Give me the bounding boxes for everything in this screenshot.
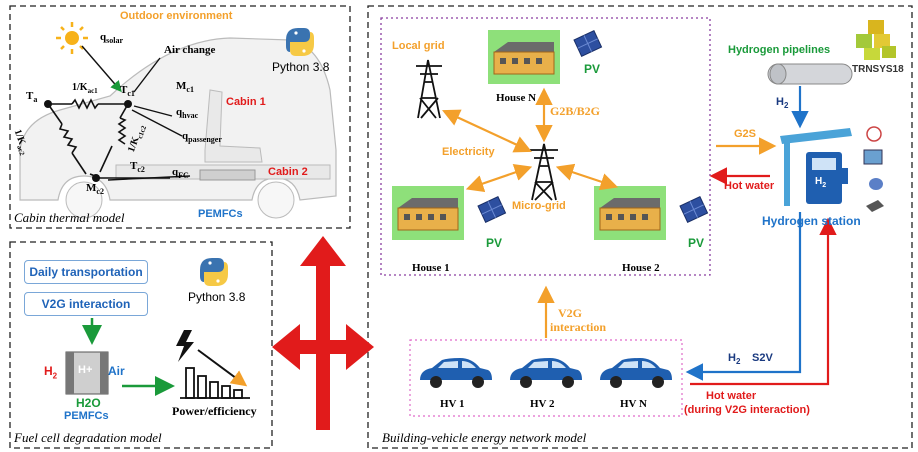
vehicles-area-border [409,339,683,417]
mc2-label: Mc2 [86,182,104,197]
hydrogen-pipeline-icon [767,63,853,85]
pv-panel-icon-2 [679,196,709,223]
pv-label-2: PV [688,236,705,250]
q-fc-label: qFC [172,166,189,181]
sun-icon [56,22,88,54]
solar-arrow [81,45,122,93]
vehicle-hvn [600,358,672,388]
network-panel-border [367,5,913,449]
decline-arrow [197,349,248,387]
python-version-label: Python 3.8 [272,60,330,74]
hv2-label: HV 2 [530,398,555,410]
v2g-interaction-box: V2G interaction [24,292,148,316]
microgrid-label: Micro-grid [512,200,566,212]
cabin-model-title: Cabin thermal model [14,210,125,225]
cabin1-label: Cabin 1 [226,96,266,108]
python-version-label-2: Python 3.8 [188,290,246,304]
tc2-label: Tc2 [130,160,145,175]
fc-arrow [107,175,191,181]
h2o-label: H2O [76,396,101,410]
pv-label-1: PV [486,236,503,250]
house-2 [594,186,666,240]
python-logo-icon [286,28,314,56]
h2-pipeline-label: H2 [776,96,789,111]
vehicle-hv1 [420,358,492,388]
grid-area-border [380,17,711,276]
local-grid-tower-icon [416,59,442,119]
q-passenger-label: qpassenger [182,130,222,145]
station-component-icons [863,126,884,212]
trnsys-label: TRNSYS18 [852,64,904,75]
hot-water-label-2: Hot water [706,390,757,402]
passenger-arrow [131,109,183,137]
trnsys-logo-icon [856,20,896,60]
arrow-house2-micro [555,163,619,191]
hydrogen-pipelines-label: Hydrogen pipelines [728,44,831,56]
fuelcell-model-title: Fuel cell degradation model [14,430,162,445]
house-2-label: House 2 [622,262,660,274]
pv-label-n: PV [584,62,601,76]
h2-s2v-label: H2 [728,352,741,367]
v2g-label: V2G [558,306,582,320]
hot-water-label: Hot water [724,180,775,192]
cabin2-label: Cabin 2 [268,166,308,178]
hplus-label: H+ [78,364,93,376]
lightning-icon [176,330,194,362]
interaction-label: interaction [550,320,606,334]
pemfcs-label-cabin: PEMFCs [198,208,243,220]
fuelcell-panel-border [9,241,273,449]
hvn-label: HV N [620,398,647,410]
h2-station-label: H2 [815,176,827,189]
hydrogen-station-label: Hydrogen station [762,214,861,228]
microgrid-tower-icon [530,143,558,201]
node-ta [44,100,52,108]
local-grid-label: Local grid [392,40,445,52]
air-change-label: Air change [164,44,216,56]
power-efficiency-label: Power/efficiency [172,404,257,418]
q-hvac-label: qhvac [176,106,199,121]
arrow-house1-micro [465,163,533,193]
four-way-arrow-icon [272,236,374,430]
hvac-arrow [133,105,173,117]
q-solar-label: qsolar [100,31,124,46]
h2-input-label: H2 [44,364,58,381]
ta-label: Ta [26,90,38,105]
hydrogen-station-icon [780,128,852,206]
node-tc1 [124,100,132,108]
pv-panel-icon-1 [477,196,507,223]
car-wheel-rear [257,181,295,219]
air-label: Air [108,364,125,378]
tc1-label: Tc1 [120,84,135,99]
arrow-grid-micro [442,109,532,153]
seat-shape [204,89,263,163]
house-1 [392,186,464,240]
electricity-label: Electricity [442,146,495,158]
house-n-label: House N [496,92,537,104]
network-model-title: Building-vehicle energy network model [382,430,587,445]
k-ac1-label: 1/Kac1 [72,82,98,95]
mc1-label: Mc1 [176,80,194,95]
car-wheel-front [65,181,103,219]
g2b-b2g-label: G2B/B2G [550,104,601,118]
pemfcs-label-fc: PEMFCs [64,410,109,422]
degradation-bar-chart [180,367,250,399]
house-1-label: House 1 [412,262,450,274]
house-n [488,30,560,84]
node-mc2 [92,174,100,182]
during-v2g-label: (during V2G interaction) [684,404,810,416]
pv-panel-icon-n [573,30,603,57]
hv1-label: HV 1 [440,398,465,410]
g2s-label: G2S [734,128,757,140]
vehicle-hv2 [510,358,582,388]
s2v-label: S2V [752,352,773,364]
arrow-hotwater-red [690,217,837,386]
arrow-s2v-blue [685,212,802,381]
daily-transportation-box: Daily transportation [24,260,148,284]
airchange-arrow [133,57,161,93]
outdoor-environment-label: Outdoor environment [120,10,233,22]
cabin-panel-border [9,5,351,229]
pemfc-block [199,169,256,181]
python-logo-icon-2 [200,258,228,286]
